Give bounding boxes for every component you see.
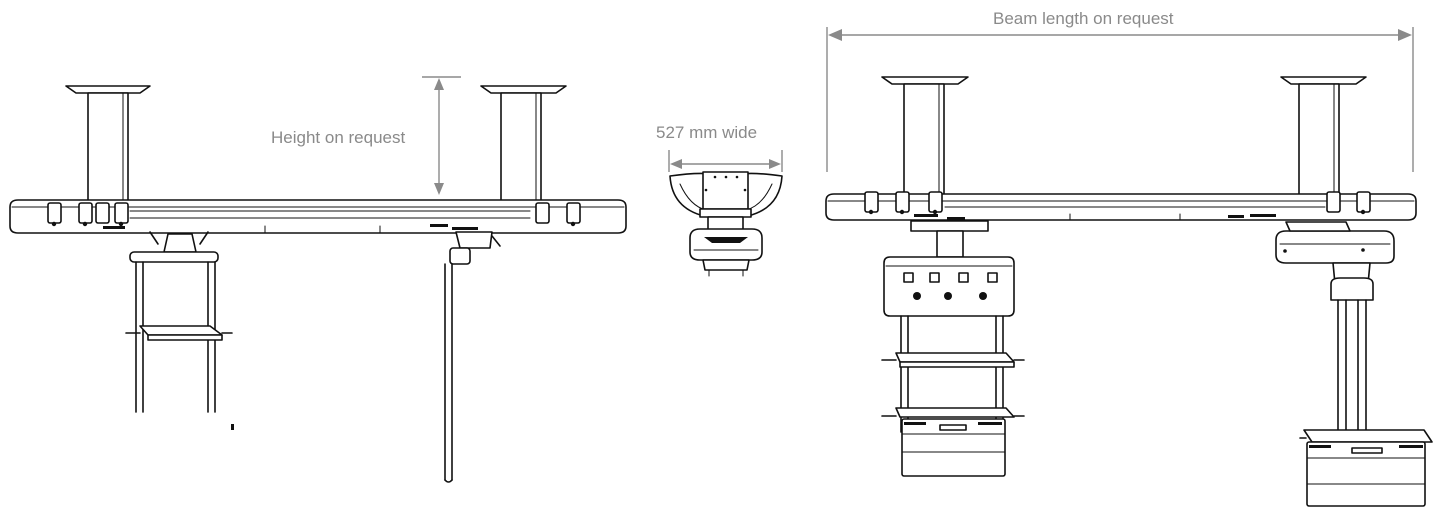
left-ceiling-mount [65,85,151,202]
width-dimension-label: 527 mm wide [656,123,757,142]
console-pendant [881,220,1025,477]
right-beam [825,191,1417,221]
equipment-arm [1275,221,1433,507]
side-profile-view: 527 mm wide [656,123,783,277]
left-iv-pole [444,231,501,483]
left-tool-rack [125,231,234,430]
height-dimension: Height on request [271,76,461,195]
console-switches [903,272,998,283]
beam-length-dimension: Beam length on request [826,9,1414,172]
left-beam [9,199,627,234]
right-view-pendant: Beam length on request [825,9,1433,507]
right-ceiling-mount [480,85,567,202]
right-view-ceiling-mounts [881,76,1367,197]
height-dimension-label: Height on request [271,128,405,147]
left-view-pendant: Height on request [9,76,627,483]
beam-length-dimension-label: Beam length on request [993,9,1174,28]
console-sockets [913,292,987,300]
